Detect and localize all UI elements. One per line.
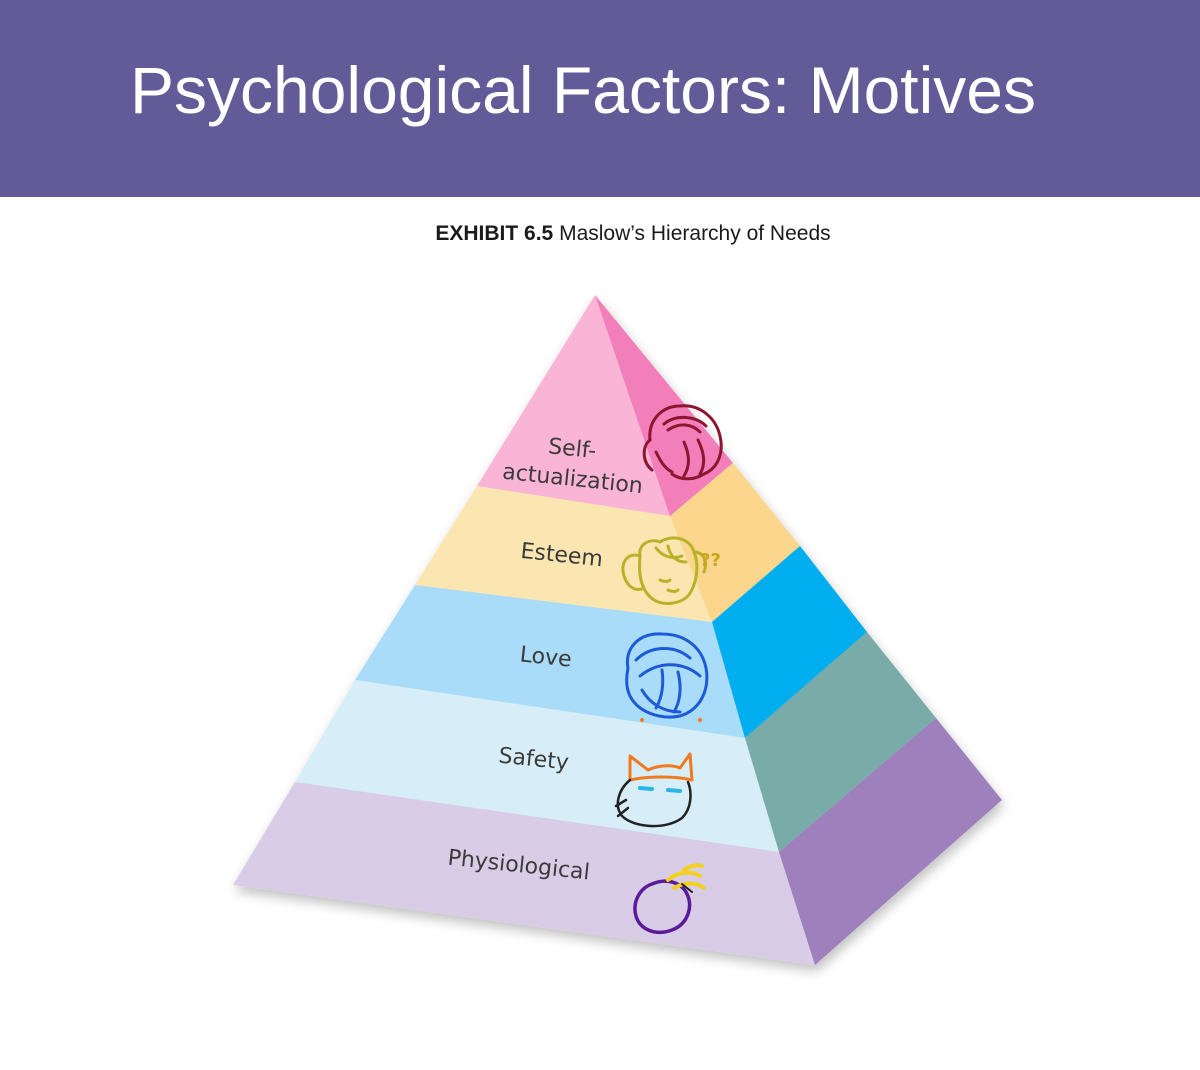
crimson-face-doodle-icon bbox=[642, 404, 723, 481]
level-label-line: Self- bbox=[547, 434, 597, 464]
exhibit-label: EXHIBIT 6.5 bbox=[435, 222, 554, 245]
level-label-love: Love bbox=[519, 642, 573, 672]
title-bar: Psychological Factors: Motives bbox=[0, 0, 1200, 197]
level-self-actualization-front bbox=[477, 295, 670, 516]
yellow-face-doodle-icon bbox=[621, 536, 708, 605]
exhibit-title: Maslow’s Hierarchy of Needs bbox=[559, 222, 831, 245]
fox-face-doodle-icon bbox=[614, 752, 694, 828]
level-safety-side bbox=[745, 632, 936, 852]
slide-title: Psychological Factors: Motives bbox=[130, 53, 1036, 127]
level-esteem-side bbox=[670, 463, 800, 622]
question-marks-doodle: ?? bbox=[700, 550, 721, 571]
level-love-side bbox=[712, 546, 867, 738]
level-physiological-front bbox=[233, 782, 815, 965]
purple-ring-doodle-icon bbox=[633, 863, 706, 935]
level-label-line: Love bbox=[519, 642, 573, 672]
level-physiological-side bbox=[779, 718, 1002, 965]
blue-face-sparks bbox=[640, 718, 702, 722]
level-esteem-front bbox=[415, 486, 712, 622]
exhibit-caption: EXHIBIT 6.5 Maslow’s Hierarchy of Needs bbox=[0, 220, 1200, 248]
level-self-actualization-side bbox=[595, 295, 733, 516]
blue-face-doodle-icon bbox=[625, 632, 709, 719]
level-safety-front bbox=[295, 680, 779, 852]
